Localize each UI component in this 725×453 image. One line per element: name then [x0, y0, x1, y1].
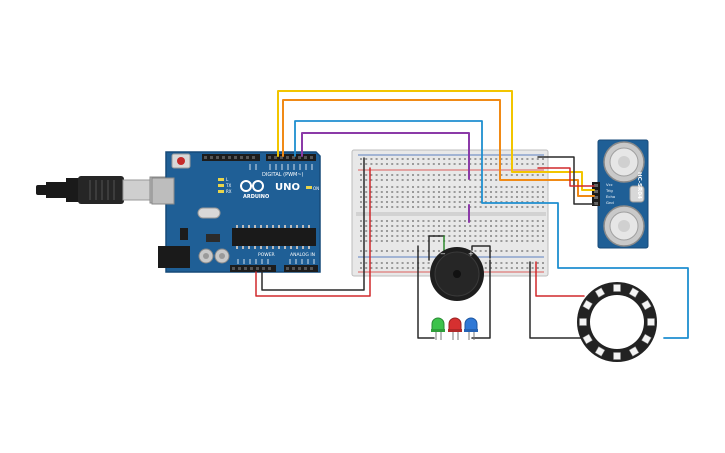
- sensor-pin-echo: Echo: [606, 194, 616, 199]
- atmega-chip: [232, 228, 316, 246]
- rx-label: RX: [226, 189, 232, 194]
- wire-purple-top[interactable]: [301, 132, 470, 180]
- arduino-logo: [240, 180, 264, 192]
- wire-cyan[interactable]: [294, 120, 689, 339]
- ultrasonic-transducer-bottom: [603, 205, 645, 247]
- neopixel-led: [613, 284, 621, 292]
- led-red[interactable]: [448, 317, 462, 340]
- led-green[interactable]: [431, 317, 445, 340]
- neopixel-pixels: [579, 284, 655, 360]
- wire-black-buzzer[interactable]: [428, 235, 445, 261]
- neopixel-led: [582, 299, 593, 311]
- wire-black-led-right[interactable]: [471, 259, 491, 339]
- analog-label: ANALOG IN: [290, 252, 315, 258]
- wire-black-buzzer-right[interactable]: [471, 245, 491, 259]
- neopixel-led: [641, 333, 652, 345]
- sensor-pin-gnd: Gnd: [606, 200, 614, 205]
- icsp-header: [180, 228, 188, 240]
- buzzer-minus-label: −: [440, 250, 446, 258]
- crystal: [197, 207, 221, 219]
- digital-label: DIGITAL (PWM~): [262, 172, 304, 178]
- wire-orange[interactable]: [282, 99, 595, 197]
- sensor-crystal: [629, 185, 645, 203]
- neopixel-led: [594, 287, 606, 298]
- power-jack: [158, 246, 190, 268]
- sensor-pin-trig: Trig: [605, 188, 613, 193]
- wires: [255, 90, 689, 339]
- tx-label: TX: [225, 183, 231, 188]
- neopixel-led: [582, 333, 593, 345]
- l-label: L: [226, 177, 229, 182]
- neopixel-led: [641, 299, 652, 311]
- reset-button[interactable]: [177, 157, 185, 165]
- sensor-pin-header: [592, 182, 600, 206]
- hc-sr04-sensor[interactable]: HC-SR04 Vcc Trig Echo Gnd: [592, 139, 649, 249]
- led-blue[interactable]: [464, 317, 478, 340]
- ultrasonic-transducer-top: [603, 141, 645, 183]
- sensor-model-label: HC-SR04: [636, 172, 642, 199]
- neopixel-led: [628, 287, 640, 298]
- brand-label: ARDUINO: [243, 194, 269, 200]
- wire-red-sensor-vcc[interactable]: [537, 167, 595, 187]
- power-label: POWER: [258, 252, 275, 258]
- usb-cable: [36, 176, 169, 204]
- wire-black-neopixel[interactable]: [529, 261, 583, 339]
- wire-red-neopixel[interactable]: [535, 261, 585, 297]
- model-label: UNO: [275, 182, 300, 193]
- neopixel-led: [647, 318, 655, 326]
- buzzer-plus-label: +: [468, 250, 474, 258]
- wire-black-led-gnd[interactable]: [417, 245, 435, 339]
- wire-red-arduino-5v[interactable]: [255, 167, 371, 297]
- wire-black-arduino-gnd[interactable]: [261, 157, 365, 291]
- wire-yellow[interactable]: [277, 90, 595, 191]
- center-trench: [356, 212, 546, 216]
- sensor-pin-vcc: Vcc: [606, 182, 613, 187]
- usb-jack: [151, 177, 175, 205]
- neopixel-led: [628, 346, 640, 357]
- neopixel-led: [594, 346, 606, 357]
- piezo-buzzer[interactable]: − +: [430, 247, 484, 301]
- neopixel-led: [613, 352, 621, 360]
- wire-black-sensor-gnd[interactable]: [537, 156, 595, 205]
- on-label: ON: [313, 186, 319, 191]
- neopixel-ring[interactable]: [577, 282, 657, 362]
- arduino-uno-board[interactable]: DIGITAL (PWM~) L TX RX ARDUINO UNO ON: [151, 151, 321, 273]
- neopixel-led: [579, 318, 587, 326]
